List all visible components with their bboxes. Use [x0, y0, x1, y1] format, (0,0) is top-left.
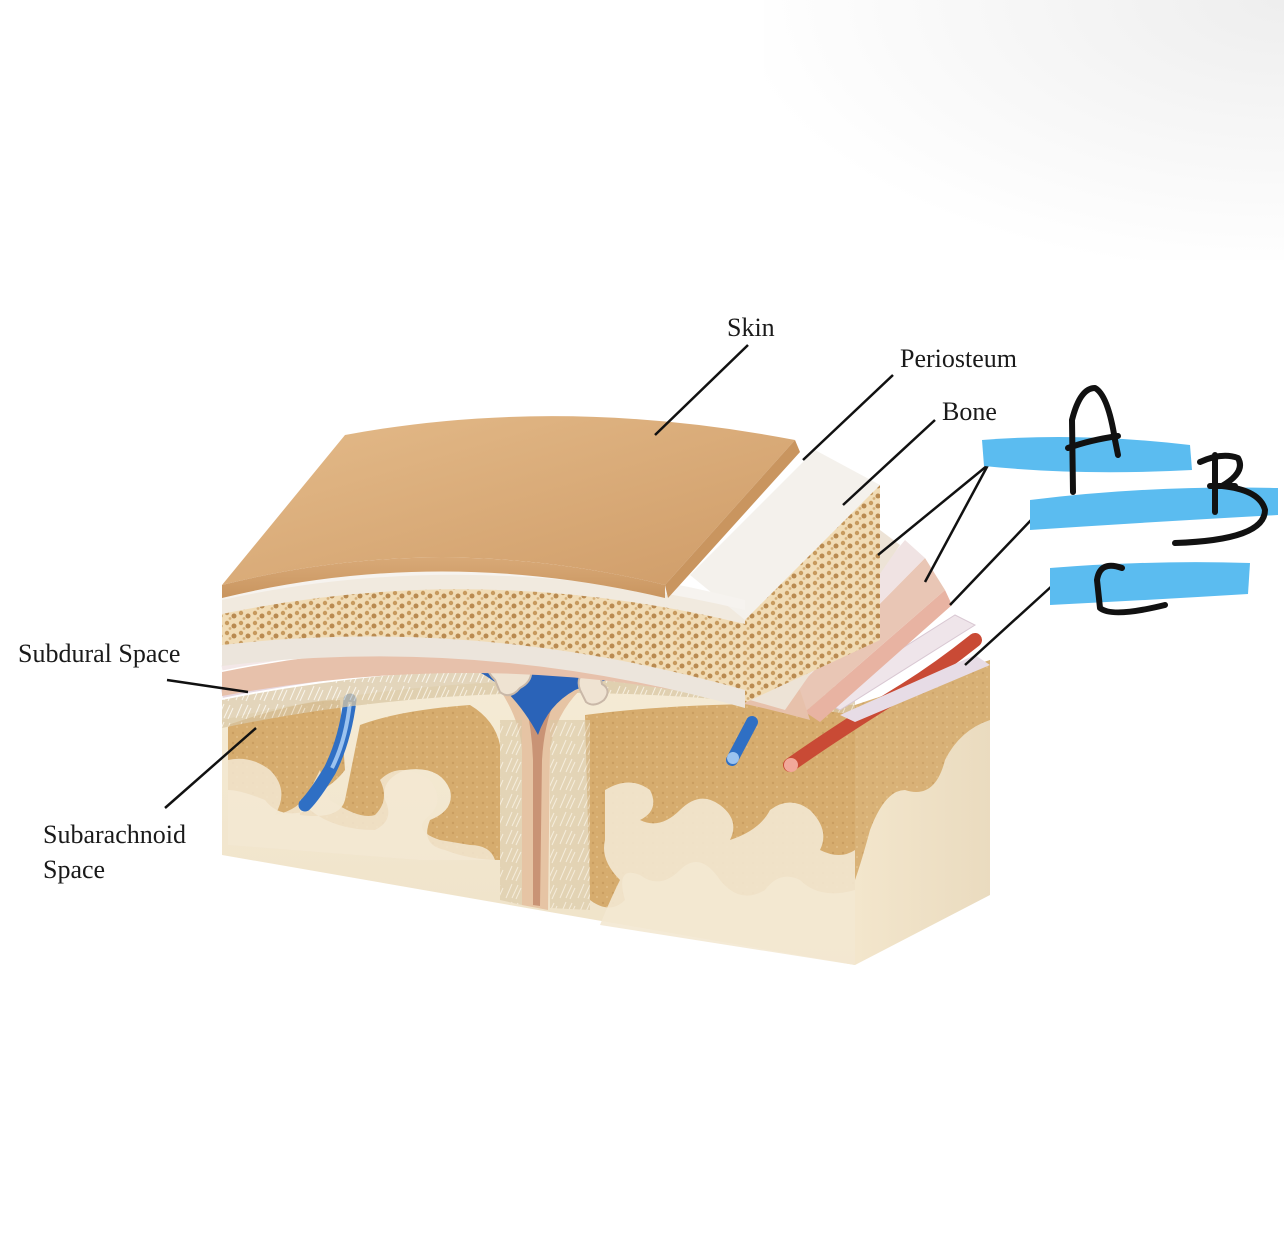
handwritten-letter-b [1172, 452, 1268, 546]
bone-side-face [740, 485, 880, 705]
label-subarachnoid-line2: Space [43, 855, 105, 884]
periosteum-top [690, 450, 880, 620]
meningeal-dura-layer [805, 590, 952, 722]
highlight-mark-a [982, 436, 1192, 473]
background-shadow [764, 0, 1284, 260]
grey-matter-side [855, 660, 990, 880]
cortical-vein-lumen [727, 752, 739, 764]
label-bone: Bone [942, 397, 997, 426]
pia-layer-edge [840, 655, 990, 722]
handwritten-letter-c [1094, 562, 1168, 616]
highlight-mark-b [1030, 487, 1278, 530]
leader-periosteum [802, 374, 894, 461]
label-subdural-space: Subdural Space [18, 639, 180, 668]
handwritten-letter-a [1065, 385, 1121, 495]
leader-c [964, 584, 1054, 666]
label-skin: Skin [727, 313, 775, 342]
falx-cerebri-core [525, 700, 555, 906]
bone-inner-table [222, 636, 745, 708]
leader-subdural-space [166, 678, 249, 694]
left-gyri-white-matter [228, 758, 495, 860]
left-gyri-grey-matter [228, 700, 500, 860]
highlight-mark-c [1050, 562, 1250, 605]
right-gyri-white-matter [600, 782, 855, 965]
leader-bone [842, 419, 936, 506]
skin-top-surface [222, 416, 795, 585]
leader-a-2 [923, 464, 990, 583]
leader-skin [654, 344, 749, 436]
label-periosteum: Periosteum [900, 344, 1017, 373]
leader-a-1 [877, 464, 989, 556]
midline-fibers-right [550, 720, 590, 910]
sulcal-vein-highlight [330, 701, 352, 769]
cerebral-artery-lumen [784, 758, 798, 772]
leader-b [949, 517, 1034, 606]
skin-cut-edge [222, 557, 665, 598]
leader-subarachnoid-space [164, 727, 257, 809]
midline-fibers-left [500, 720, 522, 905]
label-subarachnoid-line1: Subarachnoid [43, 820, 186, 849]
skin-side-edge [665, 440, 800, 598]
